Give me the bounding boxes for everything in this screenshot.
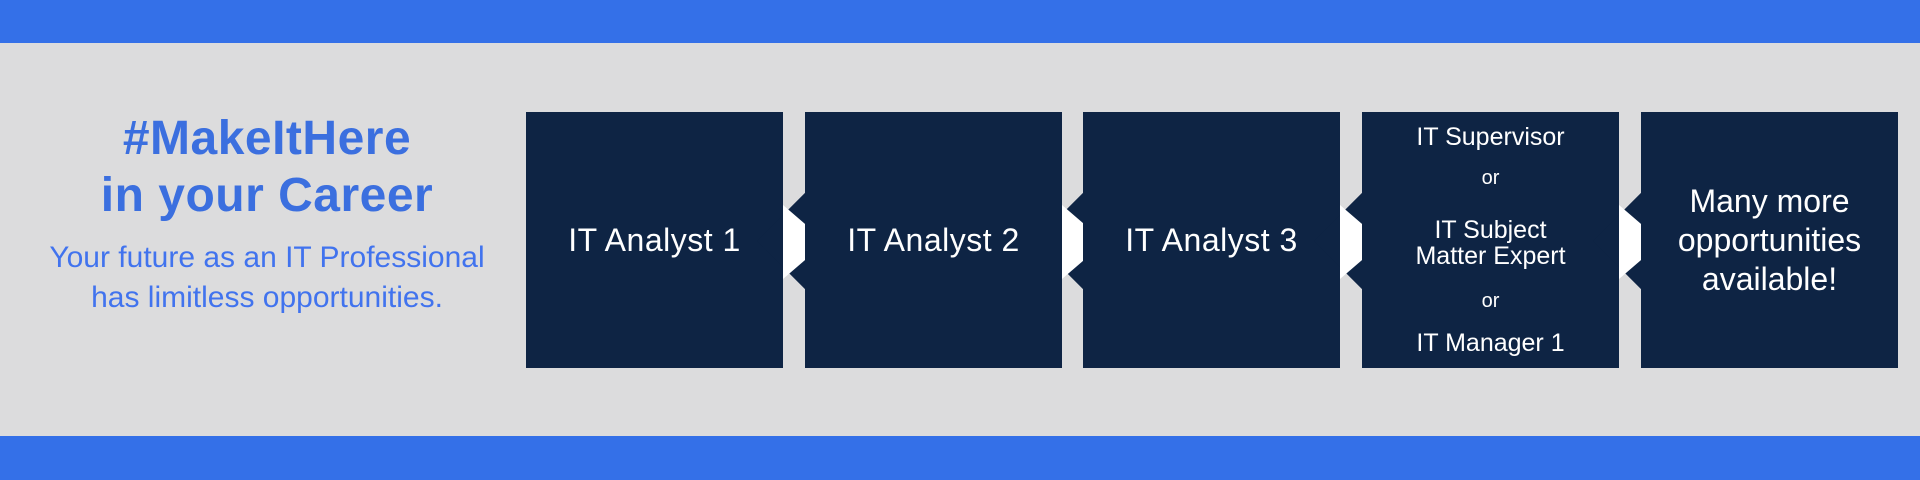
- top-accent-bar: [0, 0, 1920, 43]
- headline-line1: #MakeItHere: [122, 112, 412, 165]
- step-it-analyst-2: IT Analyst 2: [805, 112, 1062, 368]
- role-it-supervisor: IT Supervisor: [1416, 123, 1565, 151]
- step-label-multiline: Many more opportunities available!: [1678, 182, 1861, 299]
- bottom-accent-bar: [0, 436, 1920, 480]
- role-it-subject: IT Subject: [1434, 216, 1547, 244]
- role-it-manager-1: IT Manager 1: [1416, 329, 1565, 357]
- step-it-analyst-3: IT Analyst 3: [1083, 112, 1340, 368]
- step-label-line1: Many more: [1689, 182, 1850, 219]
- step-supervisor-sme-manager: IT Supervisor or IT Subject Matter Exper…: [1362, 112, 1619, 368]
- step-label: IT Analyst 3: [1125, 221, 1298, 258]
- subheadline-line1: Your future as an IT Professional: [49, 241, 485, 274]
- step-label: IT Analyst 2: [847, 221, 1020, 258]
- intro-text-block: #MakeItHere in your Career Your future a…: [5, 110, 529, 318]
- step-label-line3: available!: [1701, 260, 1838, 297]
- headline: #MakeItHere in your Career: [5, 110, 529, 224]
- step-label: IT Analyst 1: [568, 221, 741, 258]
- step-label-line2: opportunities: [1677, 221, 1862, 258]
- step-it-analyst-1: IT Analyst 1: [526, 112, 783, 368]
- subheadline: Your future as an IT Professional has li…: [5, 238, 529, 318]
- subheadline-line2: has limitless opportunities.: [91, 281, 443, 314]
- role-matter-expert: Matter Expert: [1415, 242, 1566, 270]
- or-separator: or: [1481, 290, 1500, 312]
- or-separator: or: [1481, 167, 1500, 189]
- headline-line2: in your Career: [100, 169, 434, 222]
- step-many-more-opportunities: Many more opportunities available!: [1641, 112, 1898, 368]
